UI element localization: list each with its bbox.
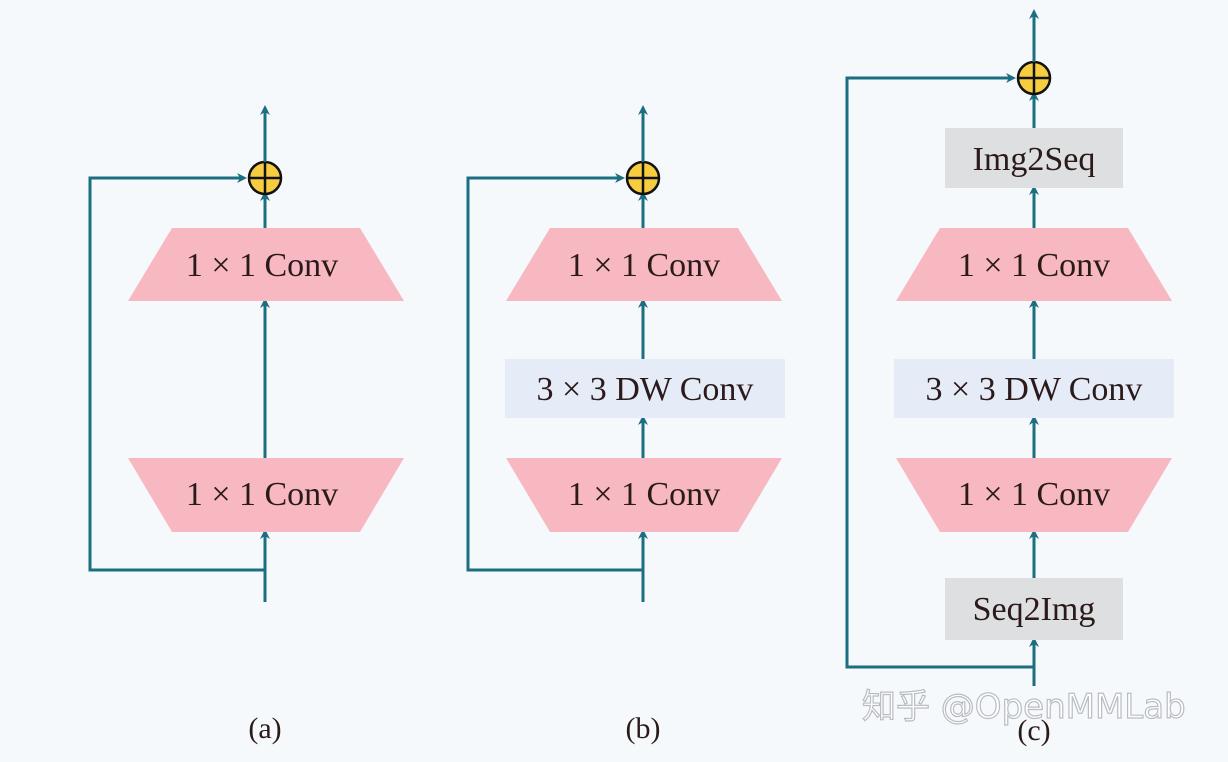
skip-arrow bbox=[88, 173, 265, 572]
conv-label: 1 × 1 Conv bbox=[568, 476, 720, 513]
seq2img-block bbox=[945, 578, 1123, 640]
dw-conv-block bbox=[894, 359, 1174, 418]
conv-block-reduce bbox=[896, 458, 1172, 532]
conv-label: 1 × 1 Conv bbox=[186, 247, 338, 284]
adder-icon bbox=[247, 160, 283, 196]
conv-label: 1 × 1 Conv bbox=[958, 476, 1110, 513]
panel-caption: (c) bbox=[1017, 714, 1050, 747]
conv-block-expand bbox=[896, 228, 1172, 301]
panel-c: Seq2Img 1 × 1 Conv 3 × 3 DW Conv 1 × 1 C… bbox=[845, 9, 1174, 747]
conv-block-reduce bbox=[506, 458, 782, 532]
adder-icon bbox=[1016, 60, 1052, 96]
img2seq-label: Img2Seq bbox=[973, 141, 1096, 178]
adder-icon bbox=[625, 160, 661, 196]
panel-caption: (a) bbox=[248, 712, 281, 745]
conv-label: 1 × 1 Conv bbox=[186, 476, 338, 513]
conv-block-expand bbox=[128, 228, 404, 301]
skip-connection-a bbox=[88, 173, 265, 572]
watermark: 知乎 @OpenMMLab bbox=[862, 687, 1186, 727]
conv-label: 1 × 1 Conv bbox=[568, 247, 720, 284]
conv-block-expand bbox=[506, 228, 782, 301]
img2seq-block bbox=[945, 128, 1123, 188]
panel-a: 1 × 1 Conv 1 × 1 Conv (a) bbox=[88, 105, 404, 745]
conv-label: 1 × 1 Conv bbox=[958, 247, 1110, 284]
panel-caption: (b) bbox=[626, 712, 661, 745]
dw-conv-label: 3 × 3 DW Conv bbox=[537, 371, 754, 408]
dw-conv-label: 3 × 3 DW Conv bbox=[926, 371, 1143, 408]
dw-conv-block bbox=[505, 359, 785, 418]
conv-block-reduce bbox=[128, 458, 404, 532]
skip-arrow bbox=[466, 173, 643, 572]
seq2img-label: Seq2Img bbox=[973, 591, 1096, 628]
skip-arrow bbox=[845, 73, 1034, 669]
panel-b: 1 × 1 Conv 3 × 3 DW Conv 1 × 1 Conv (b) bbox=[466, 105, 785, 745]
